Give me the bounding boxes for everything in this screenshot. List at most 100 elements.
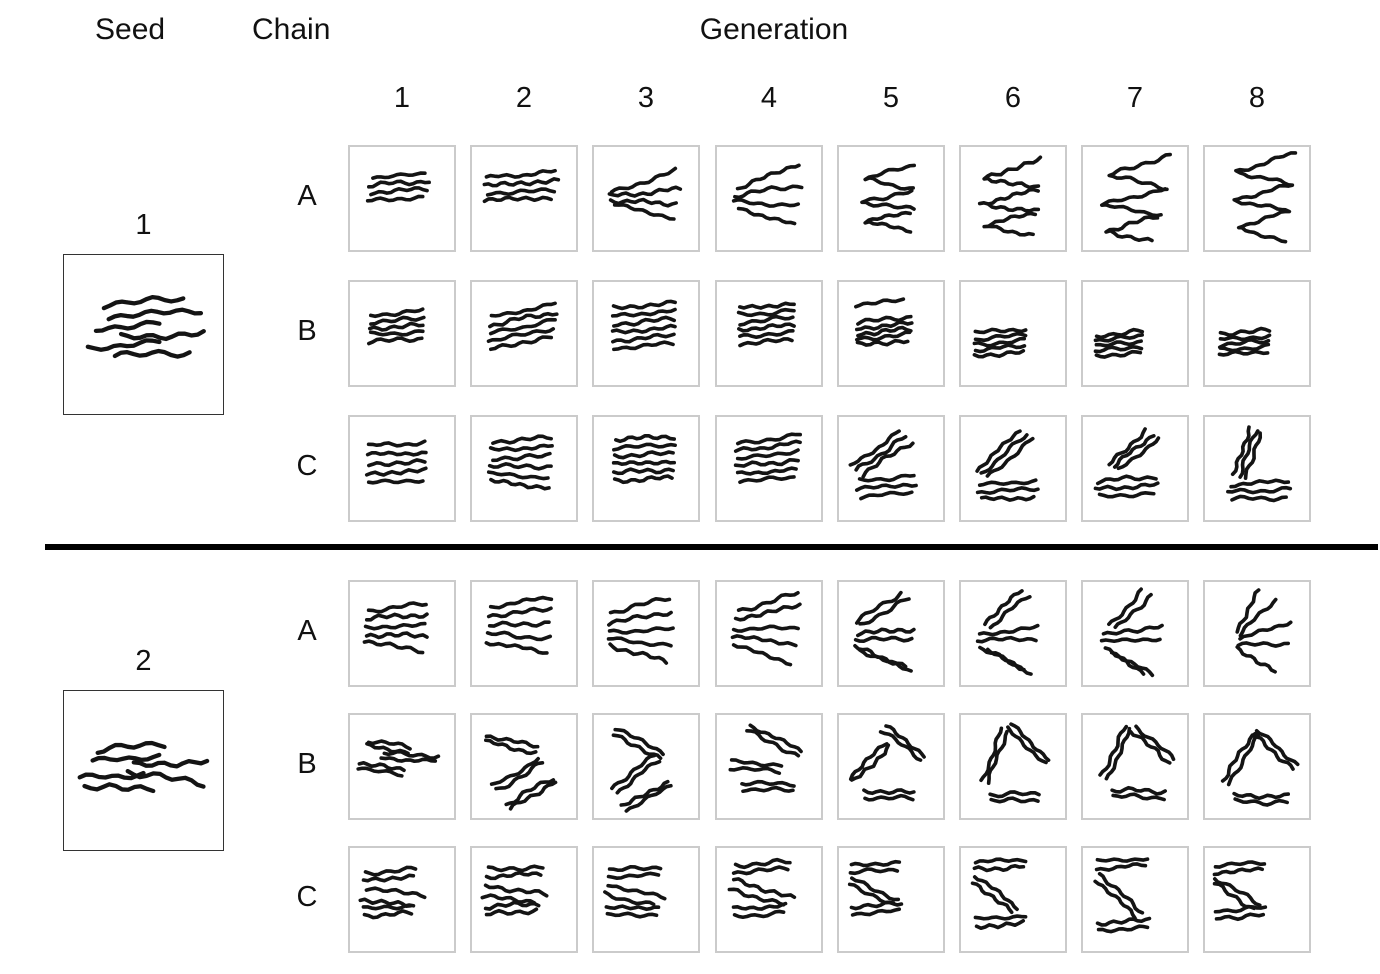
chain-sketch-drawing [367, 307, 426, 346]
chain-cell [470, 846, 578, 953]
chain-sketch-drawing [1098, 724, 1176, 802]
chain-cell [1081, 713, 1189, 820]
chain-cell [348, 580, 456, 687]
seed-label: 1 [135, 209, 152, 241]
chain-cell [1203, 846, 1311, 953]
chain-sketch-drawing [975, 589, 1040, 676]
chain-sketch-drawing [358, 865, 427, 920]
chain-cell [348, 280, 456, 387]
seed-header: Seed [95, 13, 166, 46]
chain-cell [837, 415, 945, 522]
chain-cell [592, 580, 700, 687]
chain-sketch-drawing [1235, 588, 1293, 674]
chain-sketch-drawing [1226, 425, 1293, 503]
chain-cell [837, 846, 945, 953]
chain-sketch-drawing [854, 297, 914, 347]
generation-number: 2 [515, 82, 533, 114]
chain-sketch-drawing [362, 601, 429, 655]
chain-cell [959, 280, 1067, 387]
chain-sketch-drawing [486, 301, 559, 352]
chain-cell [470, 280, 578, 387]
chain-sketch-drawing [482, 168, 561, 204]
seed-label: 2 [135, 645, 152, 677]
chain-sketch-drawing [848, 429, 918, 501]
chain-cell [837, 580, 945, 687]
chain-row-label: A [297, 614, 317, 647]
seed-sketch-drawing [77, 740, 210, 794]
chain-row-label: C [296, 449, 318, 482]
chain-cell [715, 415, 823, 522]
chain-cell [592, 713, 700, 820]
generation-number: 7 [1126, 82, 1144, 114]
chain-sketch-drawing [1232, 151, 1298, 244]
chain-sketch-drawing [848, 724, 926, 802]
seed-box [63, 690, 224, 851]
chain-cell [1203, 580, 1311, 687]
chain-sketch-drawing [853, 590, 916, 673]
chain-cell [715, 846, 823, 953]
chain-sketch-drawing [972, 327, 1028, 359]
chain-sketch-drawing [736, 301, 796, 348]
generation-number: 3 [637, 82, 655, 114]
section-divider [45, 544, 1378, 550]
chain-sketch-drawing [611, 434, 677, 485]
chain-cell [592, 145, 700, 252]
chain-cell [715, 713, 823, 820]
chain-cell [959, 713, 1067, 820]
chain-cell [959, 846, 1067, 953]
chain-cell [348, 713, 456, 820]
chain-cell [715, 280, 823, 387]
chain-cell [1203, 713, 1311, 820]
chain-cell [715, 145, 823, 252]
chain-sketch-drawing [970, 857, 1028, 931]
chain-sketch-drawing [847, 859, 904, 917]
chain-cell [1081, 846, 1189, 953]
chain-row-label: C [296, 880, 318, 913]
chain-cell [1203, 280, 1311, 387]
chain-sketch-drawing [977, 155, 1043, 237]
chain-sketch-drawing [979, 722, 1051, 804]
chain-sketch-drawing [728, 723, 803, 794]
chain-sketch-drawing [484, 734, 558, 811]
chain-cell [1081, 280, 1189, 387]
generation-number: 4 [760, 82, 778, 114]
chain-sketch-drawing [860, 163, 917, 234]
chain-cell [715, 580, 823, 687]
chain-sketch-drawing [727, 857, 797, 920]
generation-number: 8 [1248, 82, 1266, 114]
chain-cell [592, 280, 700, 387]
chain-sketch-drawing [731, 163, 804, 226]
seed-box [63, 254, 224, 415]
chain-row-label: A [297, 179, 317, 212]
chain-sketch-drawing [1093, 327, 1145, 359]
chain-sketch-drawing [484, 595, 554, 655]
chain-sketch-drawing [1100, 152, 1172, 243]
chain-sketch-drawing [603, 864, 667, 919]
chain-sketch-drawing [975, 429, 1040, 502]
chain-cell [837, 145, 945, 252]
chain-cell [1203, 145, 1311, 252]
chain-cell [470, 415, 578, 522]
chain-cell [837, 713, 945, 820]
chain-sketch-drawing [486, 434, 554, 491]
chain-sketch-drawing [1217, 326, 1272, 357]
chain-cell [837, 280, 945, 387]
generation-header: Generation [699, 13, 849, 46]
chain-sketch-drawing [480, 864, 549, 917]
chain-cell [470, 145, 578, 252]
chain-cell [348, 846, 456, 953]
chain-sketch-drawing [606, 596, 675, 665]
chain-sketch-drawing [356, 739, 441, 778]
seed-sketch-drawing [85, 294, 206, 359]
chain-header: Chain [252, 13, 331, 46]
chain-sketch-drawing [365, 171, 431, 203]
chain-cell [592, 846, 700, 953]
generation-number: 5 [882, 82, 900, 114]
chain-cell [348, 415, 456, 522]
chain-sketch-drawing [1220, 728, 1300, 807]
chain-sketch-drawing [610, 299, 677, 352]
generation-number: 6 [1004, 82, 1022, 114]
chain-sketch-drawing [607, 166, 683, 221]
chain-cell [1081, 415, 1189, 522]
